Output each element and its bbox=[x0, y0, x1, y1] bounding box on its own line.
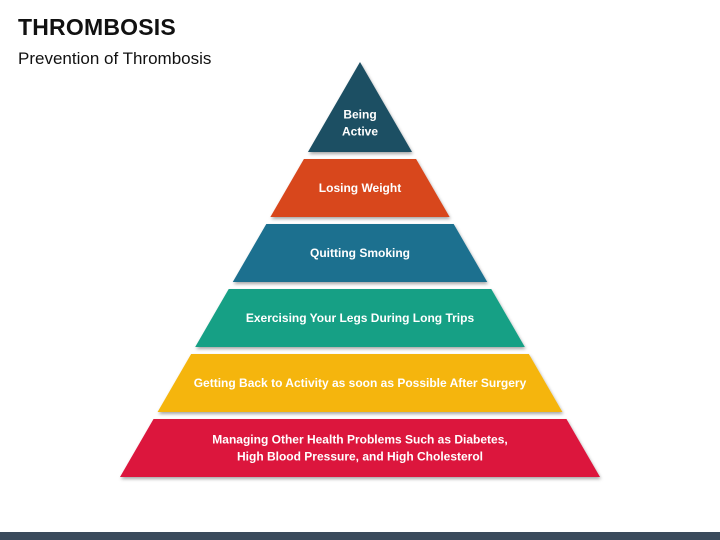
pyramid-tier-shape bbox=[307, 62, 413, 152]
pyramid-tier-shape bbox=[270, 159, 450, 217]
pyramid-tier-2: Losing Weight bbox=[270, 159, 450, 217]
pyramid-tier-label: Quitting Smoking bbox=[310, 246, 410, 260]
pyramid-tier-label: High Blood Pressure, and High Cholestero… bbox=[237, 450, 483, 464]
pyramid-tier-5: Getting Back to Activity as soon as Poss… bbox=[157, 354, 563, 412]
pyramid-tier-label: Managing Other Health Problems Such as D… bbox=[212, 433, 507, 447]
pyramid-tier-6: Managing Other Health Problems Such as D… bbox=[120, 419, 600, 477]
pyramid-tier-label: Exercising Your Legs During Long Trips bbox=[246, 311, 475, 325]
slide-subtitle: Prevention of Thrombosis bbox=[18, 49, 212, 68]
pyramid-tier-shape bbox=[157, 354, 563, 412]
pyramid-tier-3: Quitting Smoking bbox=[232, 224, 488, 282]
pyramid-tier-label: Losing Weight bbox=[319, 181, 401, 195]
pyramid-tier-label: Being bbox=[343, 108, 376, 122]
pyramid-tier-label: Active bbox=[342, 125, 378, 139]
slide-title: THROMBOSIS bbox=[18, 14, 176, 40]
pyramid-tier-shape bbox=[120, 419, 600, 477]
pyramid-tier-label: Getting Back to Activity as soon as Poss… bbox=[194, 376, 527, 390]
footer-bar bbox=[0, 532, 720, 540]
pyramid-tier-shape bbox=[232, 224, 488, 282]
pyramid-tier-shape bbox=[195, 289, 525, 347]
pyramid-tier-4: Exercising Your Legs During Long Trips bbox=[195, 289, 525, 347]
